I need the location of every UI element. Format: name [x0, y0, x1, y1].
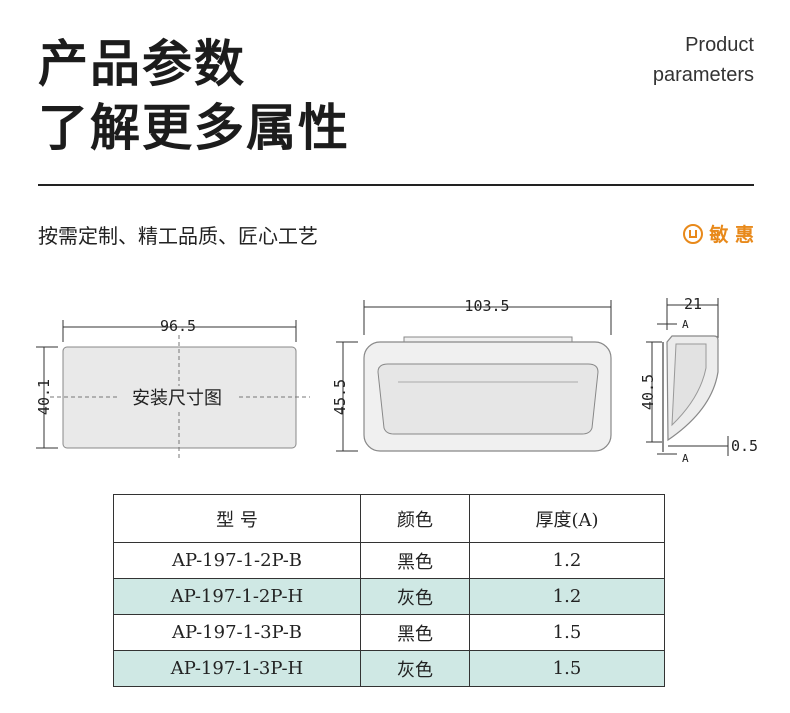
- mid-recess: [377, 363, 599, 435]
- table-row: AP-197-1-2P-H 灰色 1.2: [113, 578, 665, 615]
- cell-thickness: 1.5: [469, 614, 665, 651]
- side-a-top-label: A: [682, 318, 689, 331]
- english-title-line-2: parameters: [652, 64, 754, 86]
- front-view: 96.5 40.1 安装尺寸图: [35, 317, 310, 460]
- tagline: 按需定制、精工品质、匠心工艺: [38, 224, 318, 248]
- divider: [38, 184, 754, 186]
- english-title: Product parameters: [653, 30, 754, 90]
- side-profile-inner: [671, 343, 707, 427]
- cell-thickness: 1.2: [469, 578, 665, 615]
- cell-model: AP-197-1-2P-B: [113, 542, 361, 579]
- header-model: 型 号: [113, 494, 361, 543]
- front-height-label: 40.1: [35, 379, 53, 415]
- english-title-line-1: Product: [685, 34, 754, 56]
- brand: 敏 惠: [683, 220, 754, 247]
- table-header-row: 型 号 颜色 厚度(A): [113, 494, 665, 543]
- table-row: AP-197-1-3P-H 灰色 1.5: [113, 650, 665, 687]
- cell-color: 灰色: [360, 650, 470, 687]
- title-line-2: 了解更多属性: [38, 99, 350, 157]
- side-width-label: 21: [684, 295, 702, 313]
- cell-color: 灰色: [360, 578, 470, 615]
- cell-thickness: 1.2: [469, 542, 665, 579]
- front-width-label: 96.5: [160, 317, 196, 335]
- mid-height-label: 45.5: [331, 379, 349, 415]
- cell-thickness: 1.5: [469, 650, 665, 687]
- side-view: 21 A 40.5 0.5 A: [639, 295, 758, 465]
- cell-model: AP-197-1-3P-H: [113, 650, 361, 687]
- table-row: AP-197-1-3P-B 黑色 1.5: [113, 614, 665, 651]
- header-thickness: 厚度(A): [469, 494, 665, 543]
- spec-table: 型 号 颜色 厚度(A) AP-197-1-2P-B 黑色 1.2 AP-197…: [113, 494, 665, 687]
- brand-name: 敏 惠: [709, 224, 754, 246]
- side-height-label: 40.5: [639, 374, 657, 410]
- page-title: 产品参数 了解更多属性: [38, 32, 350, 160]
- front-label: 安装尺寸图: [132, 388, 222, 409]
- cell-color: 黑色: [360, 614, 470, 651]
- table-row: AP-197-1-2P-B 黑色 1.2: [113, 542, 665, 579]
- front-label-bg: [118, 386, 236, 410]
- middle-view: 103.5 45.5: [331, 297, 612, 452]
- dimension-drawing: 96.5 40.1 安装尺寸图 103.5 45.5 21 A: [35, 295, 758, 465]
- brand-logo-icon: [683, 223, 704, 244]
- side-thickness-label: 0.5: [731, 437, 758, 455]
- cell-model: AP-197-1-3P-B: [113, 614, 361, 651]
- cell-color: 黑色: [360, 542, 470, 579]
- header-color: 颜色: [360, 494, 470, 543]
- cell-model: AP-197-1-2P-H: [113, 578, 361, 615]
- side-a-bottom-label: A: [682, 452, 689, 465]
- title-line-1: 产品参数: [38, 35, 246, 93]
- mid-width-label: 103.5: [464, 297, 509, 315]
